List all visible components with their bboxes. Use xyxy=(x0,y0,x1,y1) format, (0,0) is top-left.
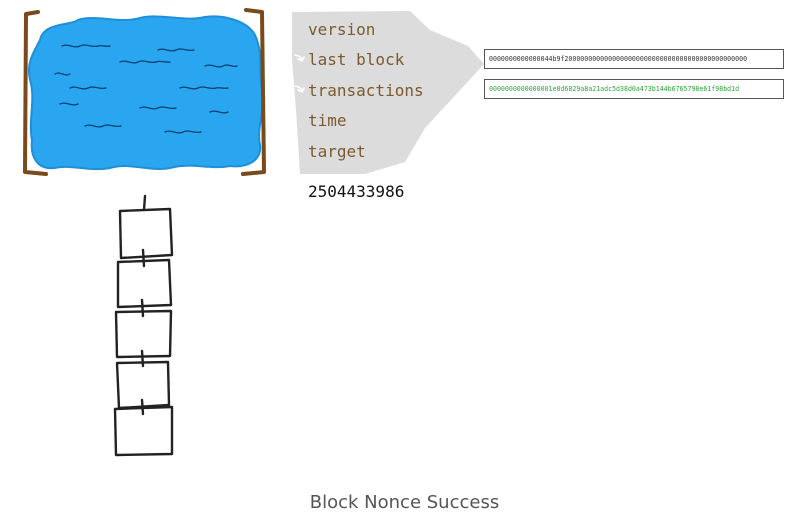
target-hash-box: 0000000000000044b9f200000000000000000000… xyxy=(484,49,784,69)
field-transactions: transactions xyxy=(308,81,424,100)
chain-link-top xyxy=(142,194,147,212)
figure-caption: Block Nonce Success xyxy=(309,492,500,513)
pool-blob xyxy=(28,15,264,171)
chain-link-3 xyxy=(140,349,145,368)
target-hash-text: 0000000000000044b9f200000000000000000000… xyxy=(489,55,748,63)
block-header-panel xyxy=(292,11,484,174)
field-time: time xyxy=(308,111,347,130)
result-hash-box: 0000000000000001e8d6829a8a21adc5d38d0a47… xyxy=(484,79,784,99)
arrow-last-block-icon xyxy=(294,54,305,62)
chain-link-1 xyxy=(141,248,146,268)
result-hash-text: 0000000000000001e8d6829a8a21adc5d38d0a47… xyxy=(489,85,740,93)
chain-block-2 xyxy=(116,258,173,309)
field-last-block: last block xyxy=(308,50,405,69)
field-version: version xyxy=(308,20,375,39)
transaction-pool xyxy=(28,15,264,171)
blockchain xyxy=(113,194,174,457)
chain-block-1 xyxy=(118,207,174,260)
field-target: target xyxy=(308,142,366,161)
chain-block-5 xyxy=(113,405,174,457)
chain-block-3 xyxy=(114,309,173,359)
left-bracket xyxy=(23,10,48,176)
right-bracket xyxy=(241,8,266,176)
arrow-transactions-icon xyxy=(294,85,305,93)
pool-squiggles xyxy=(54,44,238,134)
nonce-value: 2504433986 xyxy=(308,182,405,201)
chain-link-2 xyxy=(140,298,145,318)
chain-block-4 xyxy=(115,360,171,410)
